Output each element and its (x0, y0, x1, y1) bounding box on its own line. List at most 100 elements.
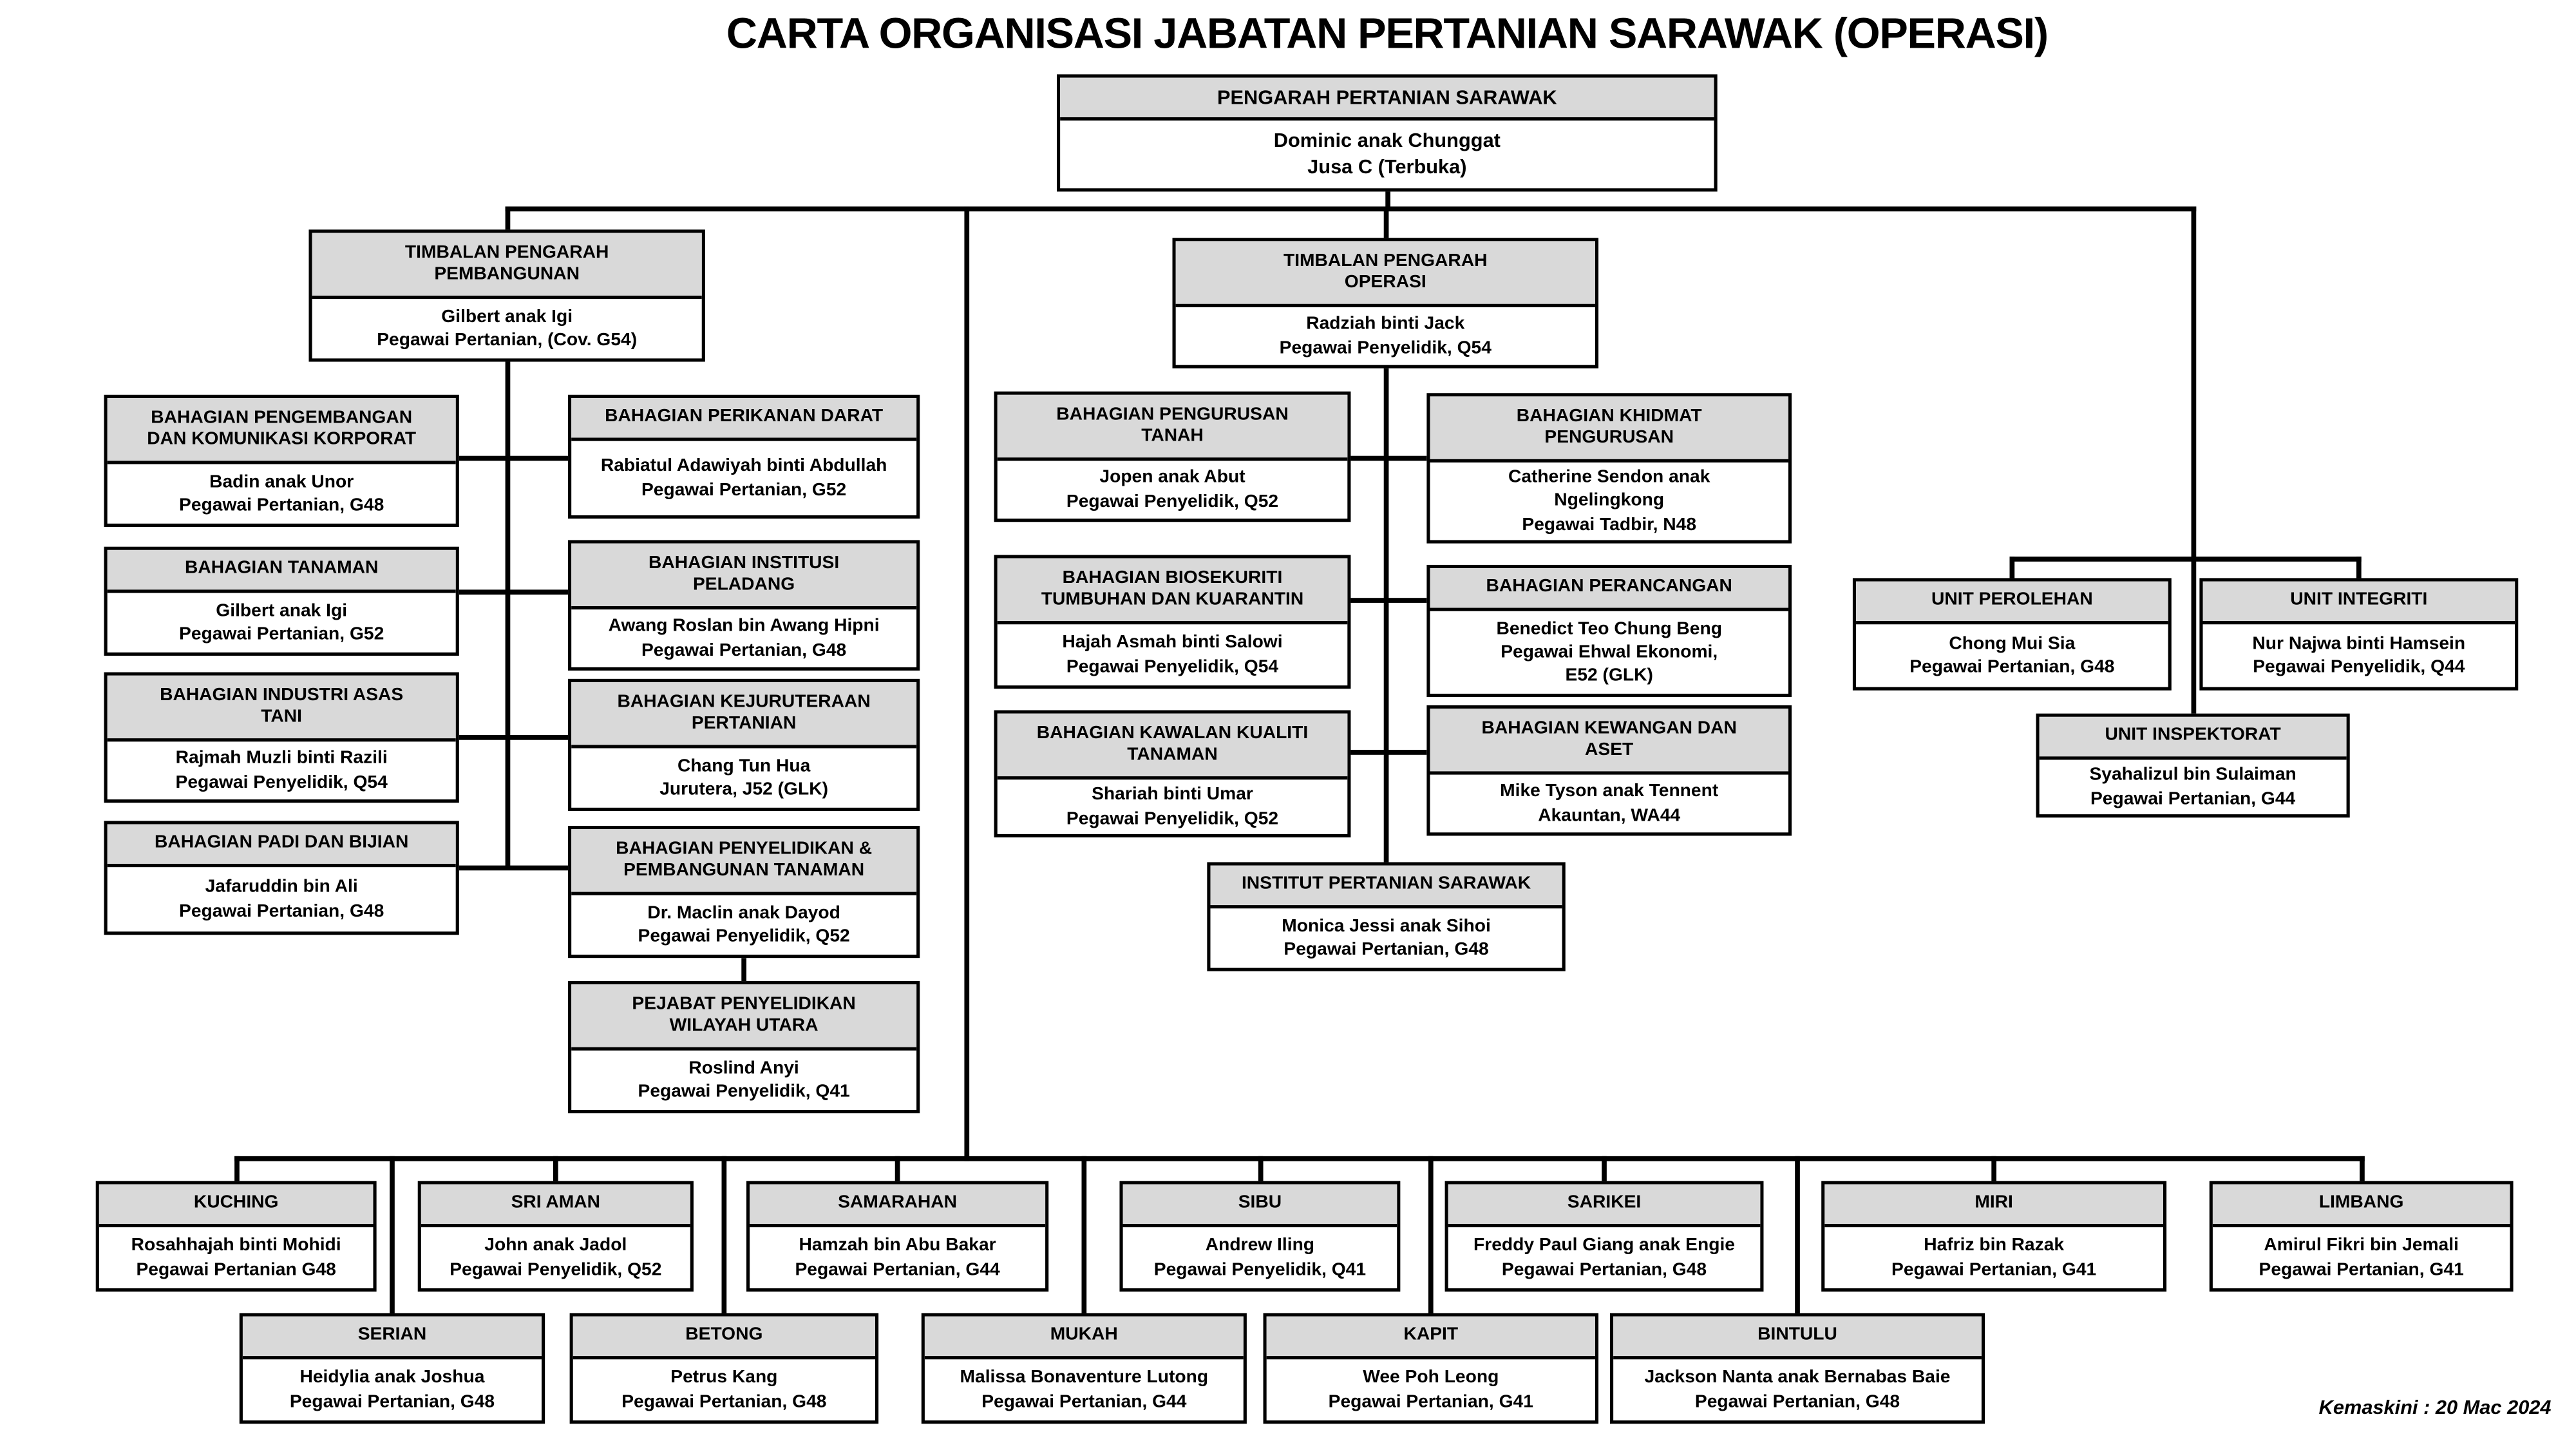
box-role: Pegawai Penyelidik, Q41 (1153, 1259, 1367, 1279)
org-box-unit-perolehan: UNIT PEROLEHAN Chong Mui Sia Pegawai Per… (1852, 578, 2172, 691)
org-box-sarikei: SARIKEI Freddy Paul Giang anak Engie Peg… (1444, 1181, 1764, 1292)
box-title: BAHAGIAN INSTITUSI PELADANG (571, 543, 917, 610)
box-title: BETONG (573, 1316, 875, 1360)
connector (2009, 555, 2014, 579)
box-person: John anak Jadol (484, 1235, 627, 1256)
box-title: LIMBANG (2212, 1184, 2510, 1228)
connector (2190, 205, 2195, 714)
box-person: Rabiatul Adawiyah binti Abdullah (600, 456, 887, 476)
box-person: Badin anak Unor (209, 472, 354, 492)
connector (1081, 1155, 1087, 1314)
org-box-pengarah: PENGARAH PERTANIAN SARAWAK Dominic anak … (1057, 74, 1718, 192)
box-title: SIBU (1122, 1184, 1397, 1228)
box-title: MIRI (1824, 1184, 2163, 1228)
connector (1428, 1155, 1434, 1314)
box-title: BAHAGIAN KHIDMAT PENGURUSAN (1430, 396, 1788, 463)
box-title: INSTITUT PERTANIAN SARAWAK (1210, 865, 1562, 909)
org-box-kapit: KAPIT Wee Poh Leong Pegawai Pertanian, G… (1263, 1313, 1599, 1424)
box-role: Pegawai Pertanian, G41 (1328, 1391, 1533, 1412)
box-person: Andrew Iling (1205, 1235, 1315, 1256)
org-box-institut-pertanian: INSTITUT PERTANIAN SARAWAK Monica Jessi … (1207, 862, 1566, 971)
last-updated-note: Kemaskini : 20 Mac 2024 (2318, 1395, 2552, 1419)
org-box-unit-inspektorat: UNIT INSPEKTORAT Syahalizul bin Sulaiman… (2036, 713, 2350, 818)
box-role: Jurutera, J52 (GLK) (659, 779, 829, 800)
box-role: Pegawai Penyelidik, Q54 (175, 772, 388, 792)
box-person: Roslind Anyi (688, 1058, 799, 1078)
org-box-miri: MIRI Hafriz bin Razak Pegawai Pertanian,… (1821, 1181, 2167, 1292)
connector (2009, 555, 2361, 561)
box-person: Dr. Maclin anak Dayod (647, 902, 840, 923)
org-box-unit-integriti: UNIT INTEGRITI Nur Najwa binti Hamsein P… (2199, 578, 2519, 691)
connector (963, 205, 969, 1161)
box-title: KUCHING (99, 1184, 374, 1228)
connector (1384, 189, 1390, 210)
box-title: TIMBALAN PENGARAH OPERASI (1175, 241, 1595, 307)
box-role: Pegawai Penyelidik, Q41 (638, 1082, 850, 1102)
box-person: Jafaruddin bin Ali (205, 877, 358, 897)
org-box-kawalan-kualiti: BAHAGIAN KAWALAN KUALITI TANAMAN Shariah… (994, 710, 1351, 837)
org-box-khidmat-pengurusan: BAHAGIAN KHIDMAT PENGURUSAN Catherine Se… (1426, 393, 1792, 544)
connector (459, 455, 569, 461)
connector (740, 958, 746, 982)
box-title: BAHAGIAN PADI DAN BIJIAN (107, 824, 456, 868)
connector (1383, 205, 1388, 241)
box-person: Gilbert anak Igi (441, 307, 573, 327)
box-title: BAHAGIAN KAWALAN KUALITI TANAMAN (997, 713, 1348, 780)
connector (2358, 1155, 2364, 1182)
connector (894, 1155, 900, 1182)
box-person: Hajah Asmah binti Salowi (1062, 633, 1283, 653)
box-title: TIMBALAN PENGARAH PEMBANGUNAN (312, 233, 702, 300)
org-box-kewangan-aset: BAHAGIAN KEWANGAN DAN ASET Mike Tyson an… (1426, 705, 1792, 836)
box-person: Awang Roslan bin Awang Hipni (608, 616, 880, 636)
box-title: BAHAGIAN BIOSEKURITI TUMBUHAN DAN KUARAN… (997, 558, 1348, 625)
box-person: Jackson Nanta anak Bernabas Baie (1644, 1368, 1951, 1388)
box-person: Syahalizul bin Sulaiman (2089, 765, 2297, 785)
box-role: Pegawai Pertanian, G44 (981, 1391, 1187, 1412)
org-box-institusi-peladang: BAHAGIAN INSTITUSI PELADANG Awang Roslan… (568, 540, 920, 671)
connector (390, 1155, 395, 1314)
connector (233, 1155, 2364, 1161)
box-title: SERIAN (242, 1316, 542, 1360)
box-role: Pegawai Pertanian, G48 (1694, 1391, 1900, 1412)
box-person: Dominic anak Chunggat (1273, 128, 1501, 152)
box-person: Gilbert anak Igi (216, 600, 348, 621)
org-box-kejuruteraan: BAHAGIAN KEJURUTERAAN PERTANIAN Chang Tu… (568, 678, 920, 811)
box-person: Wee Poh Leong (1363, 1368, 1499, 1388)
connector (1350, 596, 1427, 602)
box-role: Pegawai Pertanian, G44 (795, 1259, 1000, 1279)
org-box-betong: BETONG Petrus Kang Pegawai Pertanian, G4… (569, 1313, 879, 1424)
connector (721, 1155, 727, 1314)
box-title: MUKAH (924, 1316, 1244, 1360)
box-title: SAMARAHAN (750, 1184, 1046, 1228)
box-person: Monica Jessi anak Sihoi (1282, 916, 1491, 937)
box-person: Chong Mui Sia (1949, 633, 2076, 654)
box-person: Nur Najwa binti Hamsein (2252, 633, 2466, 654)
box-title: PEJABAT PENYELIDIKAN WILAYAH UTARA (571, 984, 917, 1051)
box-role: Pegawai Pertanian, G52 (179, 624, 384, 644)
box-role: Pegawai Pertanian, G48 (179, 901, 384, 921)
box-person: Mike Tyson anak Tennent (1500, 781, 1719, 802)
connector (504, 359, 510, 869)
box-role: Pegawai Pertanian, (Cov. G54) (377, 330, 638, 350)
connector (1383, 367, 1388, 863)
box-role: Pegawai Penyelidik, Q54 (1066, 656, 1279, 676)
org-box-samarahan: SAMARAHAN Hamzah bin Abu Bakar Pegawai P… (746, 1181, 1049, 1292)
box-role: Pegawai Pertanian, G48 (1909, 657, 2115, 678)
box-role: Pegawai Penyelidik, Q44 (2253, 657, 2465, 678)
box-role: Jusa C (Terbuka) (1307, 154, 1467, 178)
org-box-bintulu: BINTULU Jackson Nanta anak Bernabas Baie… (1609, 1313, 1985, 1424)
box-title: BAHAGIAN PERIKANAN DARAT (571, 397, 917, 441)
org-box-pengurusan-tanah: BAHAGIAN PENGURUSAN TANAH Jopen anak Abu… (994, 391, 1351, 522)
org-box-kuching: KUCHING Rosahhajah binti Mohidi Pegawai … (95, 1181, 377, 1292)
box-title: UNIT PEROLEHAN (1856, 581, 2168, 625)
box-title: UNIT INTEGRITI (2202, 581, 2515, 625)
connector (1795, 1155, 1800, 1314)
box-person: Jopen anak Abut (1099, 468, 1245, 488)
connector (552, 1155, 558, 1182)
box-role: Pegawai Ehwal Ekonomi, E52 (GLK) (1501, 642, 1718, 686)
org-box-tp-pembangunan: TIMBALAN PENGARAH PEMBANGUNAN Gilbert an… (308, 229, 705, 362)
page-title: CARTA ORGANISASI JABATAN PERTANIAN SARAW… (726, 8, 2049, 58)
box-role: Pegawai Penyelidik, Q52 (450, 1259, 662, 1279)
org-box-pengembangan: BAHAGIAN PENGEMBANGAN DAN KOMUNIKASI KOR… (104, 394, 459, 527)
org-box-perancangan: BAHAGIAN PERANCANGAN Benedict Teo Chung … (1426, 564, 1792, 698)
